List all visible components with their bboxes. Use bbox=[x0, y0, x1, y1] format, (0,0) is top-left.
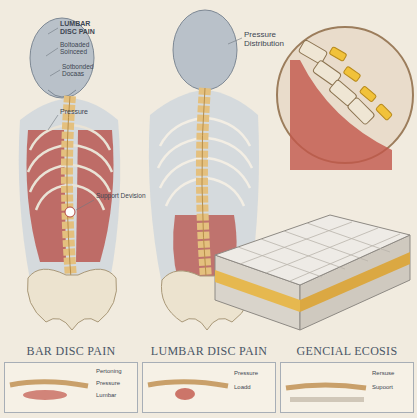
callout-label: Rersuse bbox=[372, 370, 412, 377]
panel-border bbox=[4, 362, 138, 413]
inset-circle bbox=[277, 27, 413, 170]
bottom-panels bbox=[4, 362, 414, 413]
panel-border bbox=[142, 362, 276, 413]
mattress bbox=[215, 215, 410, 330]
panel-box: LUMBAR DISC PAIN bbox=[142, 343, 276, 413]
callout-label: Sotbonded Docaas bbox=[62, 63, 110, 78]
callout-label: Pressure bbox=[60, 108, 100, 116]
callout-label: Pertoning bbox=[96, 368, 136, 375]
panel-box: GENCIAL ECOSIS bbox=[280, 343, 414, 413]
callout-label: Pressure Distribution bbox=[244, 30, 304, 48]
callout-label: LUMBAR DISC PAIN bbox=[60, 20, 104, 36]
panel-heading: LUMBAR DISC PAIN bbox=[142, 343, 276, 359]
callout-label: Lumbar bbox=[96, 392, 136, 399]
panel-heading: GENCIAL ECOSIS bbox=[280, 343, 414, 359]
callout-label: Boltoaded Soinceed bbox=[60, 41, 108, 56]
callout-label: Pressure bbox=[96, 380, 136, 387]
panel-heading: BAR DISC PAIN bbox=[4, 343, 138, 359]
callout-label: Supoort bbox=[372, 384, 412, 391]
panel-border bbox=[280, 362, 414, 413]
panel-box: BAR DISC PAIN bbox=[4, 343, 138, 413]
callout-label: Loadd bbox=[234, 384, 274, 391]
callout-label: Support Devision bbox=[96, 192, 146, 199]
callout-label: Pressure bbox=[234, 370, 274, 377]
left-figure bbox=[19, 18, 120, 330]
